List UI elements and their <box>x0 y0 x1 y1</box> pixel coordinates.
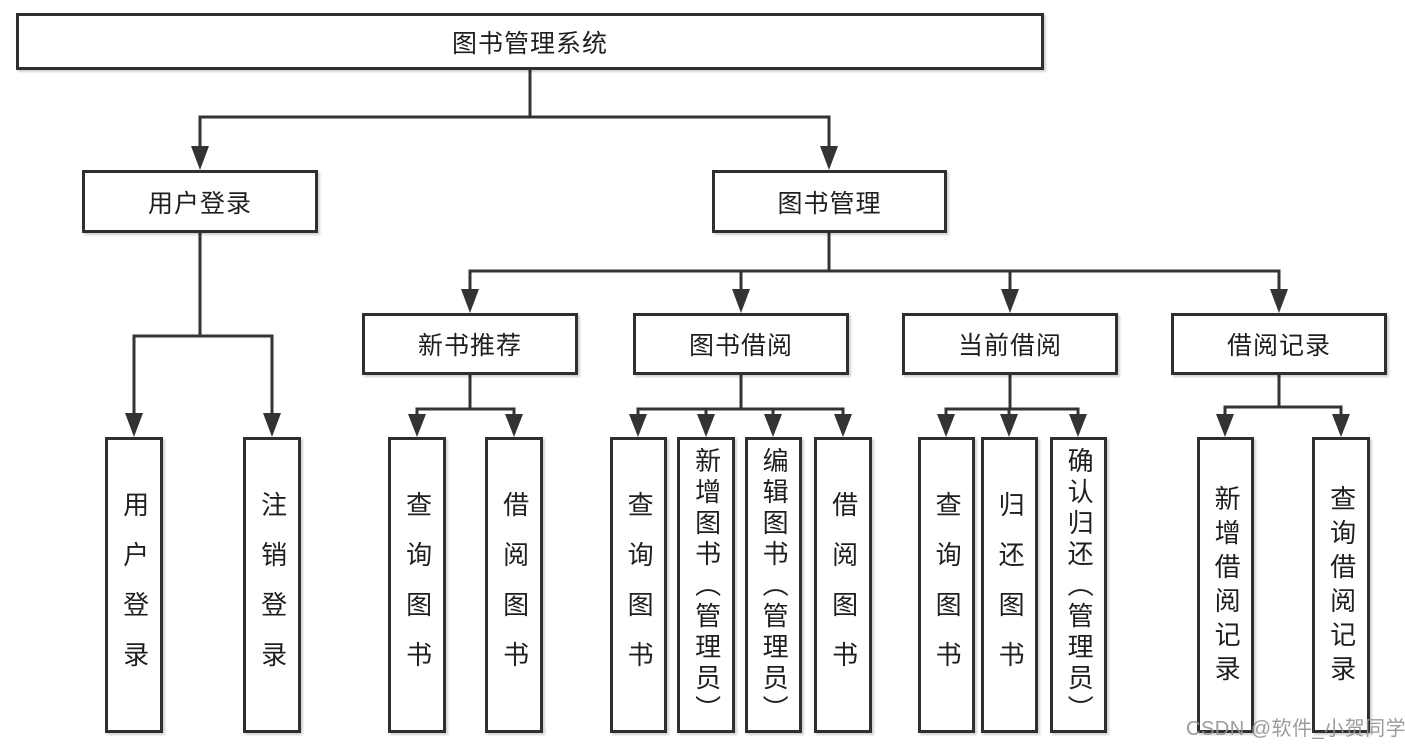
node-edit-book-admin: 编辑图书（管理员） <box>745 437 802 733</box>
watermark: CSDN @软件_小贺同学 <box>1186 718 1405 740</box>
node-query-borrow-record: 查询借阅记录 <box>1312 437 1370 733</box>
node-label: 编辑图书（管理员） <box>759 447 790 726</box>
node-query-books-current: 查询图书 <box>918 437 975 733</box>
node-query-books-recommend: 查询图书 <box>388 437 446 733</box>
node-label: 新增借阅记录 <box>1211 485 1242 689</box>
node-label: 图书管理系统 <box>451 29 608 58</box>
node-query-books-borrow: 查询图书 <box>610 437 667 733</box>
node-label: 图书借阅 <box>688 332 793 360</box>
connector-root-to-level2 <box>198 68 831 152</box>
node-borrowing-records: 借阅记录 <box>1171 313 1387 375</box>
node-label: 新书推荐 <box>417 332 522 360</box>
node-label: 新增图书（管理员） <box>691 447 722 726</box>
connector-group-borrow <box>636 373 845 421</box>
node-label: 查询图书 <box>402 491 433 691</box>
node-user-login-leaf: 用户登录 <box>105 437 163 733</box>
connector-mgmt-branch <box>468 231 1281 295</box>
node-return-books: 归还图书 <box>981 437 1038 733</box>
arrowheads <box>125 146 1350 437</box>
node-book-management: 图书管理 <box>712 170 947 233</box>
node-confirm-return-admin: 确认归还（管理员） <box>1050 437 1107 733</box>
connector-group-records <box>1223 373 1343 421</box>
node-borrow-books-recommend: 借阅图书 <box>485 437 543 733</box>
node-book-borrowing: 图书借阅 <box>633 313 849 375</box>
node-logout: 注销登录 <box>243 437 301 733</box>
node-label: 用户登录 <box>119 491 150 691</box>
connector-group-recommend <box>415 373 516 421</box>
node-new-book-recommend: 新书推荐 <box>362 313 578 375</box>
node-label: 注销登录 <box>257 491 288 691</box>
node-borrow-books-borrow: 借阅图书 <box>814 437 872 733</box>
node-label: 确认归还（管理员） <box>1064 447 1095 726</box>
node-label: 借阅记录 <box>1226 332 1331 360</box>
node-label: 借阅图书 <box>828 491 859 691</box>
node-user-login: 用户登录 <box>82 170 318 233</box>
node-add-book-admin: 新增图书（管理员） <box>677 437 735 733</box>
node-label: 图书管理 <box>777 189 882 218</box>
node-add-borrow-record: 新增借阅记录 <box>1197 437 1254 733</box>
node-label: 归还图书 <box>995 491 1026 691</box>
connector-group-current <box>944 373 1080 421</box>
node-library-system: 图书管理系统 <box>16 13 1044 70</box>
node-current-borrowing: 当前借阅 <box>902 313 1118 375</box>
node-label: 查询借阅记录 <box>1326 485 1357 689</box>
node-label: 查询图书 <box>624 491 655 691</box>
node-label: 查询图书 <box>932 491 963 691</box>
node-label: 借阅图书 <box>499 491 530 691</box>
node-label: 当前借阅 <box>957 332 1062 360</box>
connector-user-branch <box>132 231 274 419</box>
node-label: 用户登录 <box>147 189 252 218</box>
